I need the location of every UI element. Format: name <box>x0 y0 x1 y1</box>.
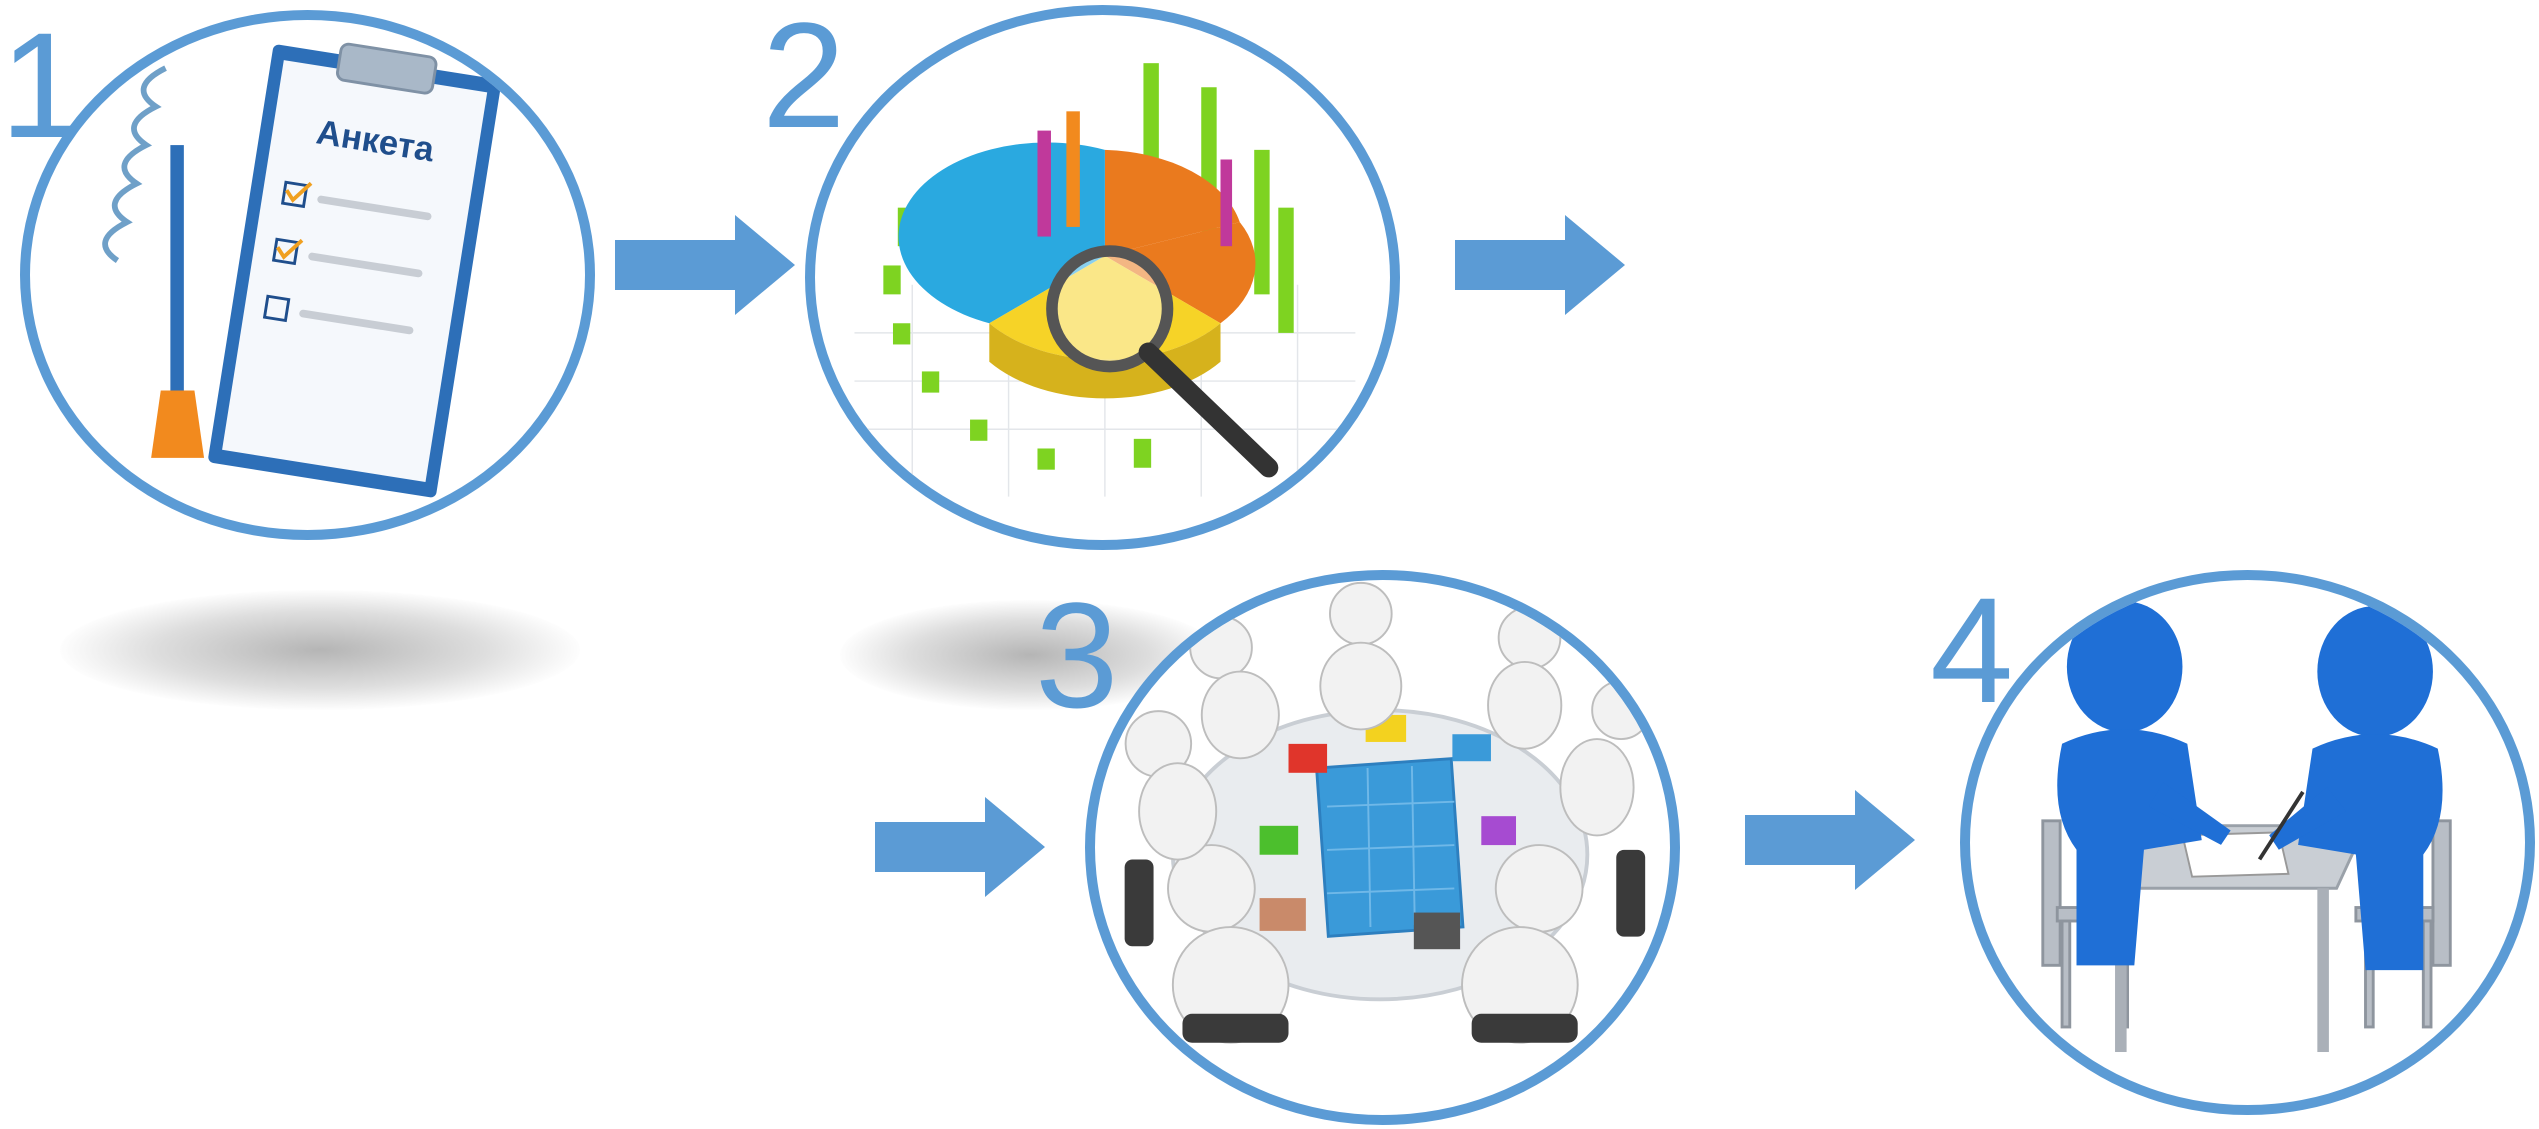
right-arrow-icon <box>1455 215 1625 315</box>
right-arrow-icon <box>1745 790 1915 890</box>
step-3-number: 3 <box>1035 571 1119 739</box>
step-4-number: 4 <box>1930 566 2014 734</box>
right-arrow-icon <box>615 215 795 315</box>
step-3-circle <box>1085 570 1680 1125</box>
shadow-step-1 <box>60 590 580 710</box>
arrow-step-1-to-2 <box>615 215 795 315</box>
two-people-negotiation-icon <box>2041 601 2452 1053</box>
data-analysis-chart-icon <box>854 63 1356 497</box>
step-2-circle <box>805 5 1400 550</box>
step-4-circle <box>1960 570 2535 1115</box>
step-2-number: 2 <box>762 0 846 159</box>
questionnaire-clipboard-icon: Анкета <box>102 42 501 498</box>
team-puzzle-meeting-icon <box>1124 581 1651 1044</box>
step-1-circle: Анкета <box>20 10 595 540</box>
arrow-into-step-3 <box>875 797 1045 897</box>
arrow-step-2-to-3 <box>1455 215 1625 315</box>
arrow-step-3-to-4 <box>1745 790 1915 890</box>
right-arrow-icon <box>875 797 1045 897</box>
